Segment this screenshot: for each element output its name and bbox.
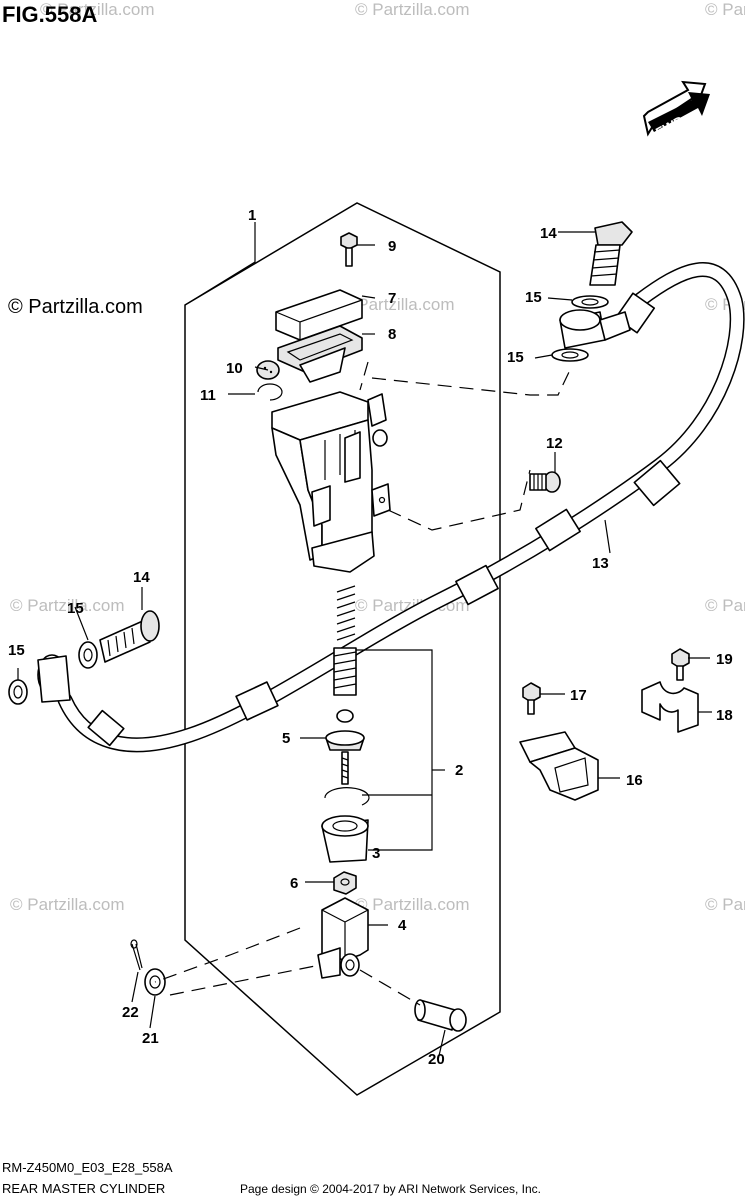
clevis-pin [414, 999, 467, 1032]
callout-label: 8 [388, 326, 396, 343]
watermark: © Partzilla.com [10, 895, 125, 914]
callout-label: 2 [455, 762, 463, 779]
callout-label: 15 [67, 600, 84, 617]
figure-title: FIG.558A [2, 2, 97, 27]
callout-label: 1 [248, 207, 256, 224]
plate-and-circlip [256, 360, 283, 401]
clevis [317, 897, 369, 979]
reservoir-cap [275, 289, 363, 341]
callout-label: 18 [716, 707, 733, 724]
diagram-code: RM-Z450M0_E03_E28_558A [2, 1160, 173, 1175]
callout-label: 7 [388, 290, 396, 307]
callout-label: 14 [133, 569, 150, 586]
callout-label: 15 [525, 289, 542, 306]
watermark: © Partzilla.com [355, 0, 470, 19]
callout-label: 5 [282, 730, 290, 747]
watermark: © Partzilla.com [40, 0, 155, 19]
watermark: © Partzilla.com [705, 0, 745, 19]
callout-label: 9 [388, 238, 396, 255]
callout-label: 15 [8, 642, 25, 659]
assembly-outline [184, 202, 501, 1096]
fwd-arrow-badge: FWD [642, 80, 710, 140]
watermark: © Partzilla.com [705, 895, 745, 914]
callout-label: 10 [226, 360, 243, 377]
banjo-fitting-lower [8, 610, 160, 705]
callout-label: 21 [142, 1030, 159, 1047]
callout-label: 13 [592, 555, 609, 572]
page-credit: Page design © 2004-2017 by ARI Network S… [240, 1182, 541, 1196]
callout-label: 16 [626, 772, 643, 789]
master-cylinder-body [271, 391, 391, 573]
piston-assembly [321, 585, 370, 895]
brake-hose [57, 262, 745, 753]
cotter-pin-and-washer [130, 939, 166, 996]
callout-label: 3 [372, 845, 380, 862]
diagram-name: REAR MASTER CYLINDER [2, 1181, 165, 1196]
callout-labels: 1 2 3 4 5 6 7 8 9 10 11 12 13 14 14 15 1… [8, 207, 733, 1068]
bolt-9 [340, 232, 358, 267]
watermark: © Partzilla.com [705, 596, 745, 615]
callout-label: 11 [200, 387, 216, 404]
bolt-12 [529, 471, 561, 493]
callout-label: 20 [428, 1051, 445, 1068]
banjo-fitting-upper [551, 221, 633, 362]
callout-label: 14 [540, 225, 557, 242]
watermark: © Partzilla.com [340, 295, 455, 314]
leader-lines [17, 222, 712, 1061]
callout-label: 6 [290, 875, 298, 892]
watermark-layer: © Partzilla.com © Partzilla.com © Partzi… [10, 0, 745, 914]
watermark-main: © Partzilla.com [8, 296, 143, 318]
callout-label: 19 [716, 651, 733, 668]
callout-label: 12 [546, 435, 563, 452]
watermark: © Partzilla.com [10, 596, 125, 615]
callout-label: 22 [122, 1004, 139, 1021]
callout-label: 15 [507, 349, 524, 366]
diaphragm [277, 325, 363, 383]
hose-guides [519, 648, 699, 801]
callout-label: 4 [398, 917, 407, 934]
callout-label: 17 [570, 687, 587, 704]
watermark: © Partzilla.com [355, 895, 470, 914]
